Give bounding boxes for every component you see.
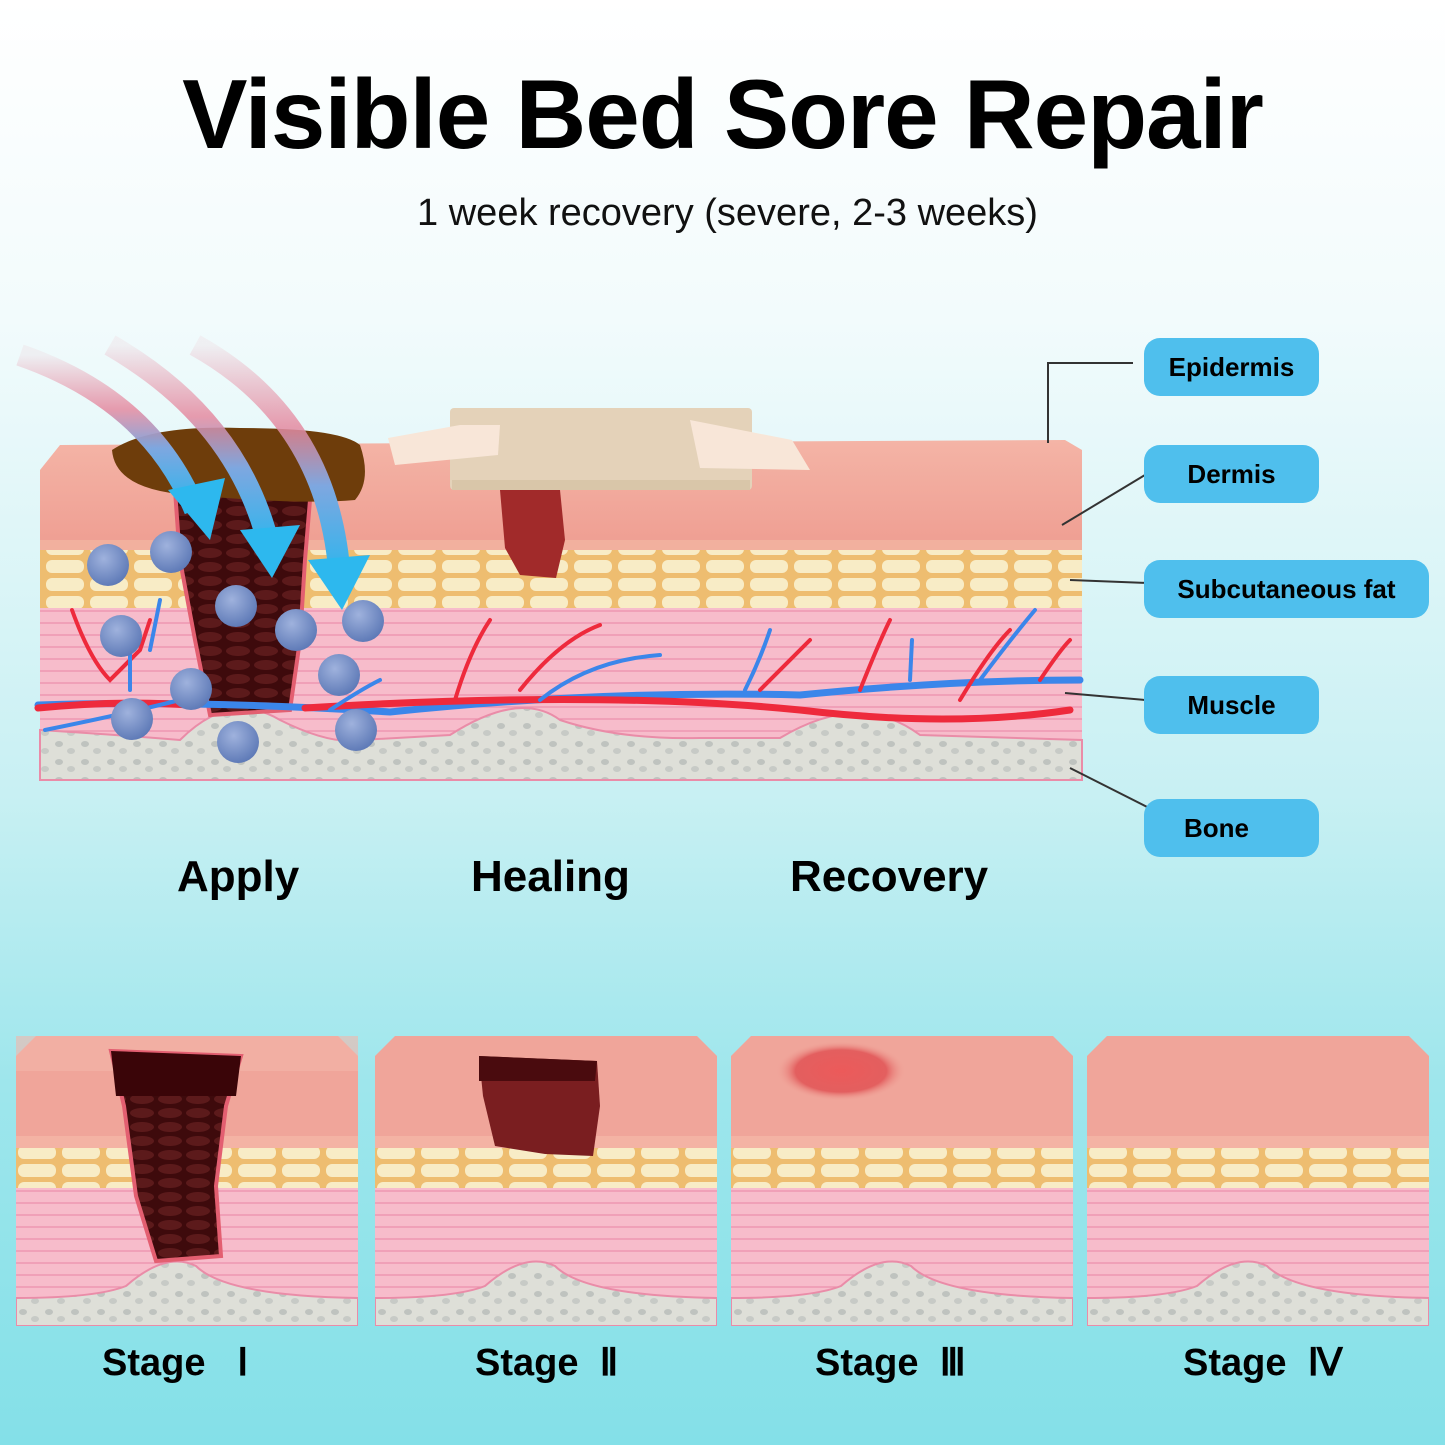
stage-4-panel xyxy=(1087,1036,1429,1326)
page-title: Visible Bed Sore Repair xyxy=(182,59,1264,169)
stage-3-panel xyxy=(731,1036,1073,1326)
stage-label-1: Stage Ⅰ xyxy=(102,1342,249,1384)
layer-label-subcutaneous-fat: Subcutaneous fat xyxy=(1144,560,1429,618)
layer-label-bone: Bone xyxy=(1144,799,1319,857)
layer-label-text: Muscle xyxy=(1187,689,1276,720)
stage-2-panel xyxy=(375,1036,717,1326)
skin-cross-section-diagram xyxy=(16,335,1156,810)
layer-label-epidermis: Epidermis xyxy=(1144,338,1319,396)
stage-1-panel xyxy=(16,1036,358,1326)
stage-label-2: Stage Ⅱ xyxy=(475,1342,619,1384)
phase-label-recovery: Recovery xyxy=(790,852,989,901)
layer-label-text: Subcutaneous fat xyxy=(1177,573,1396,604)
page-subtitle: 1 week recovery (severe, 2-3 weeks) xyxy=(417,192,1038,234)
stage-label-4: Stage Ⅳ xyxy=(1183,1342,1343,1384)
stage-label-3: Stage Ⅲ xyxy=(815,1342,966,1384)
layer-label-text: Dermis xyxy=(1187,458,1276,489)
layer-label-dermis: Dermis xyxy=(1144,445,1319,503)
layer-label-text: Bone xyxy=(1184,812,1249,843)
layer-label-text: Epidermis xyxy=(1168,351,1295,382)
phase-label-apply: Apply xyxy=(177,852,300,901)
layer-label-muscle: Muscle xyxy=(1144,676,1319,734)
phase-label-healing: Healing xyxy=(471,852,630,901)
